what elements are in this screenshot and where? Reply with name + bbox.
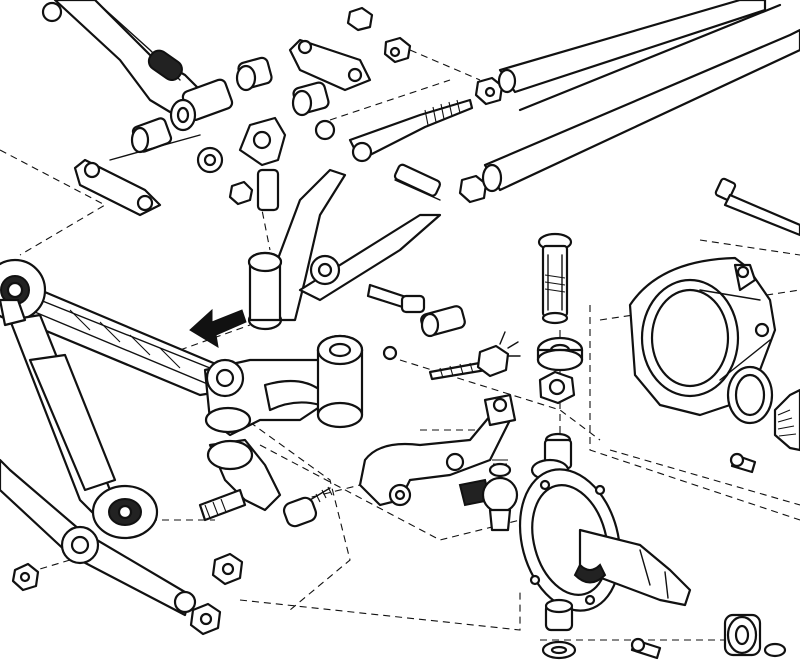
small-nuts-top bbox=[228, 6, 504, 206]
upper-bushings bbox=[130, 56, 336, 174]
upper-wishbone-arm bbox=[41, 0, 207, 117]
arrow-left-icon bbox=[189, 308, 247, 348]
tie-rod-end bbox=[458, 459, 519, 532]
radius-rods bbox=[481, 0, 800, 193]
link-plates bbox=[73, 38, 372, 217]
long-bolt-right bbox=[714, 177, 800, 237]
small-hardware-bottom bbox=[541, 598, 787, 660]
steering-arm bbox=[358, 393, 517, 507]
king-pin-stack bbox=[530, 232, 584, 482]
ring-and-gear bbox=[726, 365, 800, 474]
lower-link-plates bbox=[0, 458, 197, 617]
tie-rod-threaded bbox=[348, 98, 474, 163]
small-hardware-center bbox=[366, 283, 521, 381]
stub-axle-hub bbox=[518, 468, 692, 612]
shock-absorber bbox=[0, 298, 159, 540]
lower-control-arm bbox=[203, 334, 364, 437]
lower-ball-joint bbox=[189, 438, 333, 636]
upper-control-arm bbox=[238, 116, 442, 331]
